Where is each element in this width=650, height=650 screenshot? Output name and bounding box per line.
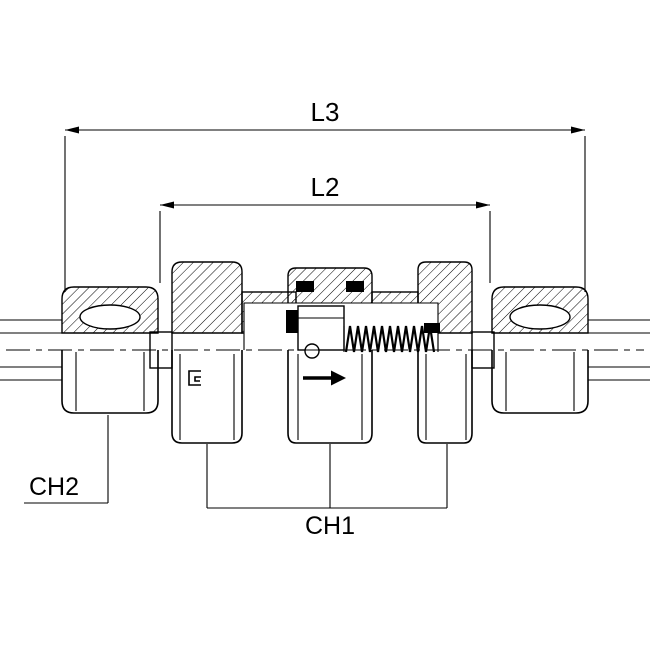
flow-arrow-head (331, 370, 346, 386)
left-nut (61, 286, 159, 414)
body-left-hex-section (171, 261, 243, 334)
tube-right (588, 319, 650, 381)
l2-arrow-right (476, 201, 490, 209)
ch2-label: CH2 (29, 473, 79, 501)
body-left-hex-exterior (171, 350, 243, 444)
valve-body (171, 261, 473, 444)
dimension-l3: L3 (64, 97, 586, 292)
callout-ch2: CH2 (24, 415, 109, 504)
l3-arrow-left (65, 126, 79, 134)
right-nut (491, 286, 589, 414)
spring-coils (344, 325, 436, 353)
tube-left (0, 319, 62, 381)
callout-ch1: CH1 (206, 444, 448, 540)
l2-label: L2 (311, 172, 340, 202)
left-nut-exterior (61, 350, 159, 414)
cap-seal-left (296, 281, 314, 292)
right-nut-cone (509, 304, 571, 330)
flow-arrow-icon (303, 370, 346, 386)
body-middle-hex-exterior (287, 350, 373, 444)
left-nut-cone (79, 304, 141, 330)
right-nut-exterior (491, 350, 589, 414)
poppet (297, 305, 345, 351)
l3-label: L3 (311, 97, 340, 127)
ch1-label: CH1 (305, 512, 355, 540)
brand-mark-icon (188, 370, 201, 386)
seat-seal (424, 323, 440, 333)
poppet-seal (286, 310, 298, 333)
cap-seal-right (346, 281, 364, 292)
dimension-l2: L2 (159, 172, 491, 283)
pilot-ball (304, 343, 320, 359)
l2-arrow-left (160, 201, 174, 209)
l3-arrow-right (571, 126, 585, 134)
body-right-hex-exterior (417, 350, 473, 444)
